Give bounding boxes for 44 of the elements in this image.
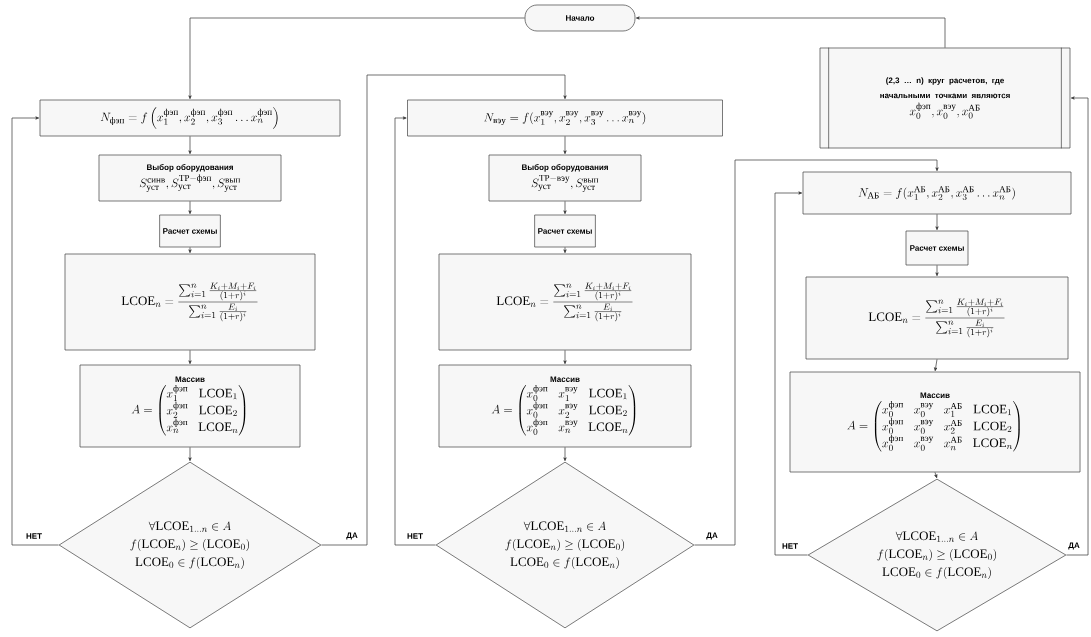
process-box: $\mathrm{LCOE}_n = \frac{\sum_{i=1}^{n} \frac{K_i + M_i + F_i}{(1+r)^i}}{\sum_{i=1}^{n} \frac{E_i}{(1+r)^i}}$ (64, 253, 316, 351)
edge-label: НЕТ (406, 532, 424, 540)
process-box: $\mathrm{LCOE}_n = \frac{\sum_{i=1}^{n} \frac{K_i + M_i + F_i}{(1+r)^i}}{\sum_{i=1}^{n} \frac{E_i}{(1+r)^i}}$ (805, 276, 1069, 360)
arrow (935, 214, 939, 231)
arrow (321, 74, 567, 546)
arrow (394, 116, 436, 546)
process-box: Выбор оборудования $S_{\text{уст}}^{\text{синв}}, S_{\text{уст}}^{\text{ТР}-\text{фэп}}, S_{\text{уст}}^{\text{вып}}$ (98, 154, 282, 202)
process-box: $\mathrm{LCOE}_n = \frac{\sum_{i=1}^{n} \frac{K_i + M_i + F_i}{(1+r)^i}}{\sum_{i=1}^{n} \frac{E_i}{(1+r)^i}}$ (438, 253, 692, 351)
arrow (188, 201, 192, 215)
process-box: Расчет схемы (534, 214, 596, 248)
process-box: Массив $A = \begin{pmatrix} x_0^{\text{фэп}} & x_0^{\text{вэу}} & x_1^{\text{АБ}} & \mathrm{LCOE}_1 \\ x_0^{\text{фэп}} & x_0^{\text{вэу}} & x_2^{\text{АБ}} & \mathrm{LCOE}_2 \\ x_0^{\text{фэп}} & x_0^{\text{вэу}} & x_n^{\text{АБ}} & \mathrm{LCOE}_n \end{pmatrix}$ (789, 371, 1081, 473)
arrow (188, 136, 192, 155)
arrow (563, 247, 567, 254)
process-box: $N_{\text{фэп}} = f\left(x_1^{\text{фэп}}, x_2^{\text{фэп}}, x_3^{\text{фэп}} \ldots x_n^{\text{фэп}}\right)$ (39, 99, 341, 137)
process-box: Массив $A = \begin{pmatrix} x_0^{\text{фэп}} & x_1^{\text{вэу}} & \mathrm{LCOE}_1 \\ x_0^{\text{фэп}} & x_2^{\text{вэу}} & \mathrm{LCOE}_2 \\ x_0^{\text{фэп}} & x_n^{\text{вэу}} & \mathrm{LCOE}_n \end{pmatrix}$ (438, 364, 692, 448)
arrow (1066, 96, 1089, 556)
arrow (11, 116, 59, 546)
arrow (935, 265, 939, 277)
arrow (188, 247, 192, 254)
process-box: Расчет схемы (159, 214, 221, 248)
process-box: Выбор оборудования $S_{\text{уст}}^{\text{ТР}-\text{вэу}}, S_{\text{уст}}^{\text{вып}}$ (488, 154, 642, 202)
edge-label: ДА (705, 531, 719, 541)
arrow (934, 472, 938, 479)
process-box: Массив $A = \begin{pmatrix} x_1^{\text{фэп}} & \mathrm{LCOE}_1 \\ x_2^{\text{фэп}} & \mathrm{LCOE}_2 \\ x_n^{\text{фэп}} & \mathrm{LCOE}_n \end{pmatrix}$ (79, 364, 301, 448)
edge-label: НЕТ (781, 542, 799, 550)
process-box: Расчет схемы (905, 230, 969, 266)
arrow (694, 159, 939, 546)
arrow (188, 350, 192, 365)
process-box: $N_{\text{вэу}} = f(x_1^{\text{вэу}}, x_2^{\text{вэу}}, x_3^{\text{вэу}} \ldots x_n^{\text{вэу}})$ (407, 99, 723, 137)
predefined-process-box: (2,3 … n) круг расчетов, где начальными точками являются $x_0^{\text{фэп}}, x_0^{\text{вэу}}, x_0^{\text{АБ}}$ (819, 47, 1071, 149)
arrow (563, 447, 567, 462)
process-box: $N_{\text{АБ}} = f(x_1^{\text{АБ}}, x_2^{\text{АБ}}, x_3^{\text{АБ}} \ldots x_n^{\text{АБ}})$ (802, 171, 1072, 215)
edge-label: НЕТ (25, 532, 43, 540)
arrow (934, 359, 938, 372)
arrow (188, 17, 525, 100)
arrow (563, 201, 567, 215)
edge-label: ДА (345, 531, 359, 541)
edge-label: ДА (1067, 541, 1081, 551)
arrow (563, 350, 567, 365)
arrow (188, 447, 192, 462)
arrow (635, 16, 946, 48)
start-terminator: Начало (524, 4, 636, 32)
arrow (774, 191, 808, 556)
arrow (563, 136, 567, 155)
